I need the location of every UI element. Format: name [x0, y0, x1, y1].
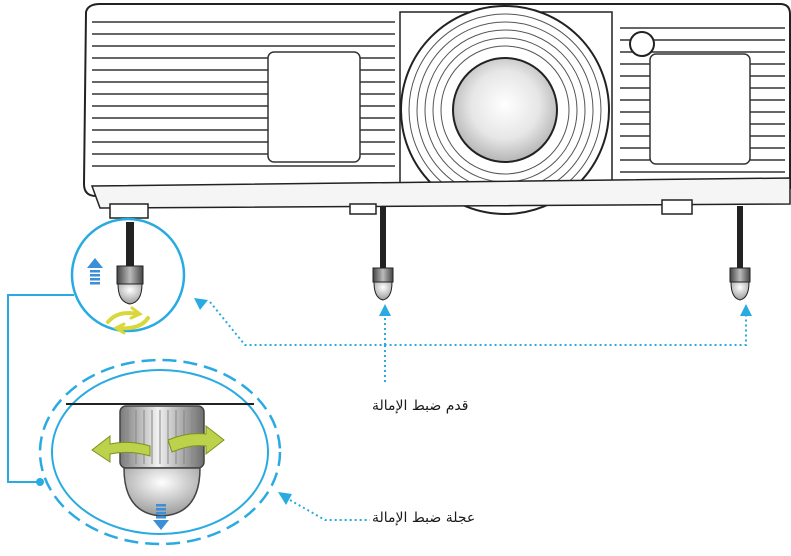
- zoom-circle-large: [38, 358, 282, 546]
- ir-sensor: [629, 31, 655, 57]
- rotate-icon: [91, 424, 225, 463]
- rotate-icon: [106, 306, 150, 335]
- arrow-down-icon: [153, 504, 169, 530]
- label-tilt-foot: قدم ضبط الإمالة: [372, 398, 469, 414]
- callout-foot-arrows: [209, 301, 747, 382]
- arrow-up-icon: [87, 258, 103, 285]
- tilt-foot-right[interactable]: [729, 206, 751, 301]
- lens: [400, 5, 610, 215]
- label-tilt-wheel: عجلة ضبط الإمالة: [372, 510, 476, 526]
- zoom-circle-small: [70, 217, 186, 335]
- vent-panel-right: [649, 53, 751, 165]
- callout-wheel-arrow: [278, 492, 370, 521]
- projector-body: [82, 3, 791, 219]
- vent-panel-left: [267, 51, 361, 163]
- tilt-foot-center[interactable]: [372, 206, 394, 301]
- callout-connector: [7, 294, 74, 483]
- callout-arrowheads: [194, 298, 752, 316]
